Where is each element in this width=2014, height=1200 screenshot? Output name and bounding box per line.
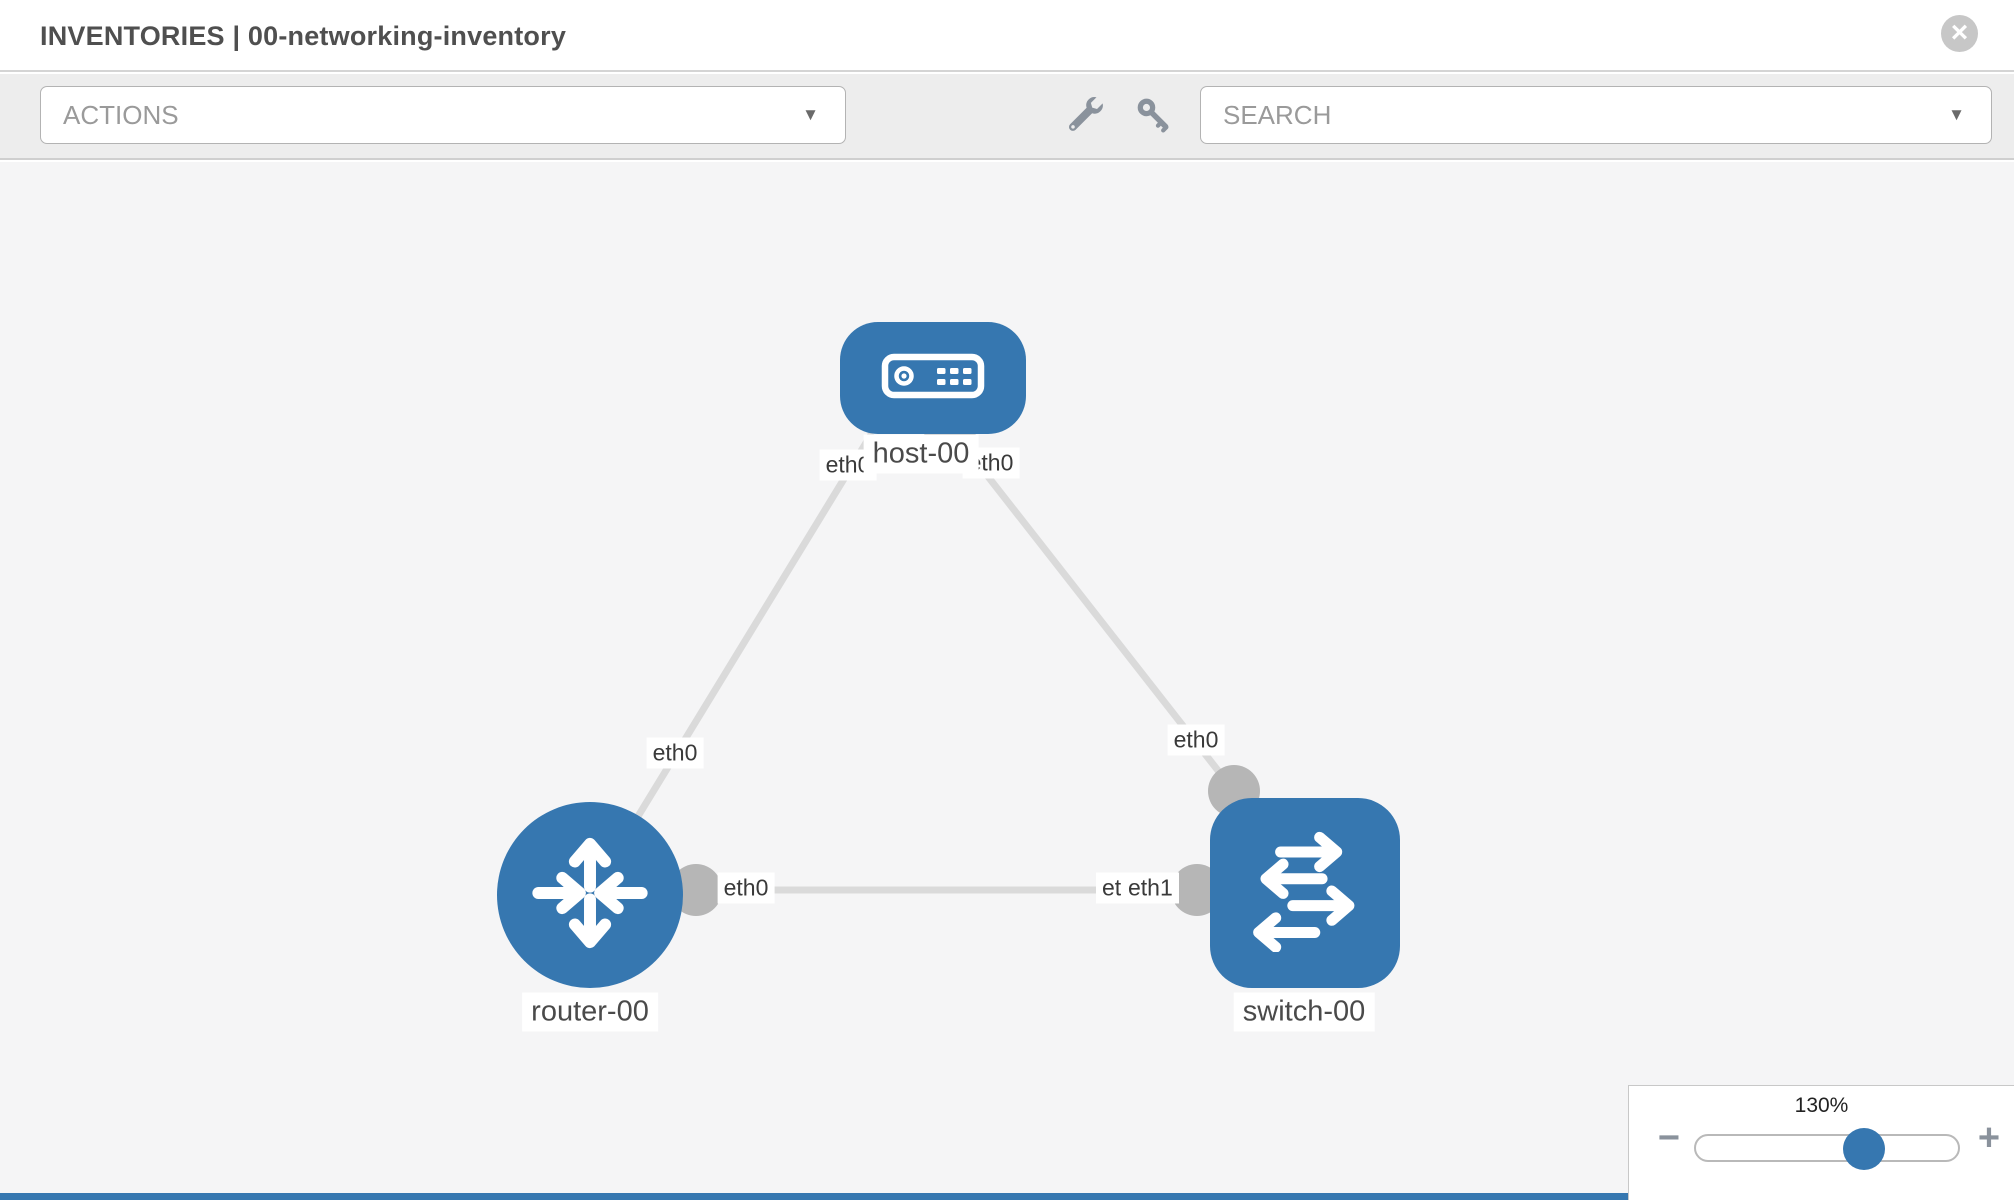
chevron-down-icon: ▼ bbox=[802, 105, 819, 124]
zoom-control-panel: 130% − + bbox=[1628, 1085, 2014, 1200]
node-label-router: router-00 bbox=[522, 992, 658, 1032]
close-button[interactable]: × bbox=[1941, 15, 1978, 52]
port-circle-router bbox=[670, 864, 722, 916]
search-input[interactable] bbox=[1201, 87, 1991, 143]
actions-dropdown[interactable]: ACTIONS ▼ bbox=[40, 86, 846, 144]
host-icon bbox=[881, 353, 985, 404]
iface-label-mid-eth0: eth0 bbox=[717, 872, 775, 904]
zoom-level-label: 130% bbox=[1794, 1094, 1849, 1117]
node-label-host: host-00 bbox=[863, 434, 979, 474]
toolbar: ACTIONS ▼ bbox=[0, 74, 2014, 160]
bottom-accent-bar bbox=[0, 1193, 2014, 1200]
zoom-slider-thumb[interactable] bbox=[1843, 1128, 1885, 1170]
router-icon bbox=[527, 830, 653, 961]
iface-label-switch-eth1: eth1 bbox=[1122, 872, 1179, 904]
minus-icon: − bbox=[1657, 1117, 1681, 1159]
iface-label-router-eth0: eth0 bbox=[646, 737, 704, 769]
wrench-button[interactable] bbox=[1056, 86, 1114, 144]
node-router-00[interactable] bbox=[497, 802, 683, 988]
node-label-switch: switch-00 bbox=[1233, 992, 1375, 1032]
switch-icon-node[interactable] bbox=[1210, 798, 1400, 988]
actions-dropdown-label: ACTIONS bbox=[63, 100, 179, 130]
key-button[interactable] bbox=[1124, 86, 1182, 144]
chevron-down-icon: ▼ bbox=[1948, 105, 1965, 124]
zoom-in-button[interactable]: + bbox=[1967, 1116, 2011, 1160]
topology-canvas[interactable]: host-00 router-00 switch-00 eth0 eth0 et… bbox=[0, 162, 2014, 1200]
switch-icon bbox=[1244, 830, 1366, 957]
node-host-00[interactable] bbox=[840, 322, 1026, 434]
links-layer bbox=[587, 399, 1260, 916]
key-icon bbox=[1134, 98, 1172, 136]
iface-label-switch-eth0: eth0 bbox=[1167, 724, 1225, 756]
wrench-icon bbox=[1065, 96, 1105, 137]
zoom-out-button[interactable]: − bbox=[1647, 1116, 1691, 1160]
header: INVENTORIES | 00-networking-inventory × bbox=[0, 0, 2014, 72]
zoom-slider[interactable] bbox=[1694, 1134, 1960, 1162]
plus-icon: + bbox=[1977, 1117, 2001, 1159]
page-title: INVENTORIES | 00-networking-inventory bbox=[40, 21, 567, 51]
close-icon: × bbox=[1950, 16, 1969, 49]
search-dropdown[interactable]: ▼ bbox=[1200, 86, 1992, 144]
